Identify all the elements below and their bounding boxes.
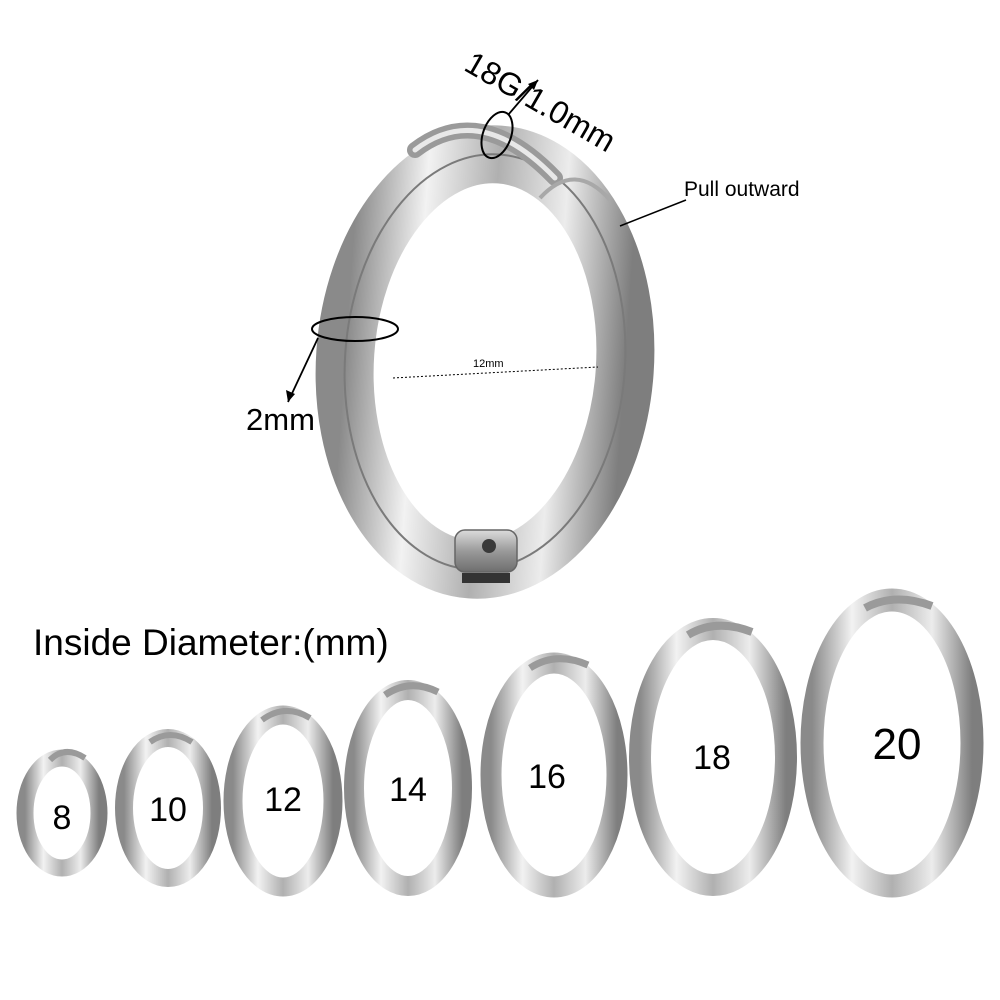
size-label-10: 10: [149, 791, 187, 829]
size-label-12: 12: [264, 781, 302, 819]
size-label-8: 8: [52, 799, 72, 837]
annotation-lines: [286, 79, 687, 403]
size-label-18: 18: [693, 739, 731, 777]
size-hoops: [16, 588, 984, 898]
pull-outward-label: Pull outward: [684, 178, 800, 201]
size-label-16: 16: [528, 758, 566, 796]
size-label-20: 20: [872, 720, 922, 769]
inner-diameter-label: 12mm: [473, 358, 504, 370]
size-label-14: 14: [389, 771, 427, 809]
inside-diameter-heading: Inside Diameter:(mm): [33, 622, 389, 663]
thickness-label: 2mm: [246, 402, 315, 437]
main-hoop: [315, 122, 655, 599]
